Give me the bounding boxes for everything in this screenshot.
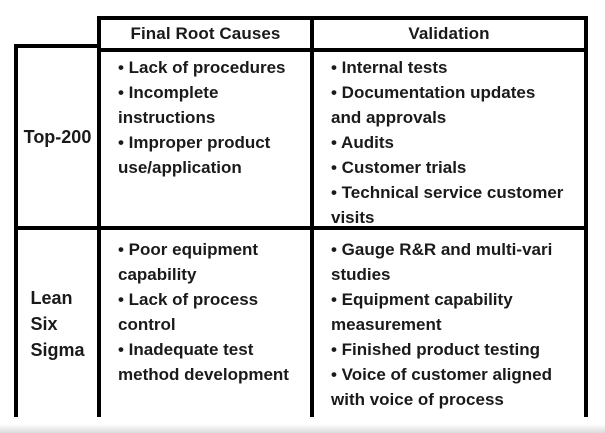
cell-lss-root-causes: • Poor equipment capability • Lack of pr… bbox=[101, 230, 310, 418]
row-label-top-200: Top-200 bbox=[18, 48, 97, 226]
bullet-item: • Equipment capability measurement bbox=[331, 290, 513, 334]
bullet-item: • Customer trials bbox=[331, 158, 467, 177]
bullet-item: • Gauge R&R and multi-vari studies bbox=[331, 240, 553, 284]
bullet-item: • Poor equipment capability bbox=[118, 240, 259, 284]
bullet-item: • Lack of procedures bbox=[118, 58, 286, 77]
cell-top200-validation: • Internal tests • Documentation updates… bbox=[314, 48, 584, 227]
bullet-item: • Inadequate test method development bbox=[118, 340, 289, 384]
header-label-final-root-causes: Final Root Causes bbox=[130, 24, 281, 43]
bullet-item: • Voice of customer aligned with voice o… bbox=[331, 365, 553, 409]
row-label-text: Top-200 bbox=[23, 127, 92, 147]
row-label-lean-six-sigma: Lean Six Sigma bbox=[18, 230, 97, 418]
bullet-item: • Incomplete instructions bbox=[118, 83, 219, 127]
row-label-text: Lean Six Sigma bbox=[30, 288, 85, 360]
table-header-row: Final Root Causes Validation bbox=[97, 16, 588, 52]
cell-top200-root-causes: • Lack of procedures • Incomplete instru… bbox=[101, 48, 310, 226]
header-cell-final-root-causes: Final Root Causes bbox=[101, 20, 310, 48]
table-body: Top-200 • Lack of procedures • Incomplet… bbox=[14, 44, 588, 418]
bullet-item: • Audits bbox=[331, 133, 394, 152]
bullet-item: • Technical service customer visits bbox=[331, 183, 564, 227]
bullet-item: • Internal tests bbox=[331, 58, 448, 77]
bullet-item: • Improper product use/application bbox=[118, 133, 271, 177]
cell-lss-validation: • Gauge R&R and multi-vari studies • Equ… bbox=[314, 230, 584, 418]
header-cell-validation: Validation bbox=[314, 20, 584, 48]
bullet-item: • Finished product testing bbox=[331, 340, 541, 359]
bullet-item: • Lack of process control bbox=[118, 290, 259, 334]
header-label-validation: Validation bbox=[408, 24, 490, 43]
bullet-item: • Documentation updates and approvals bbox=[331, 83, 536, 127]
